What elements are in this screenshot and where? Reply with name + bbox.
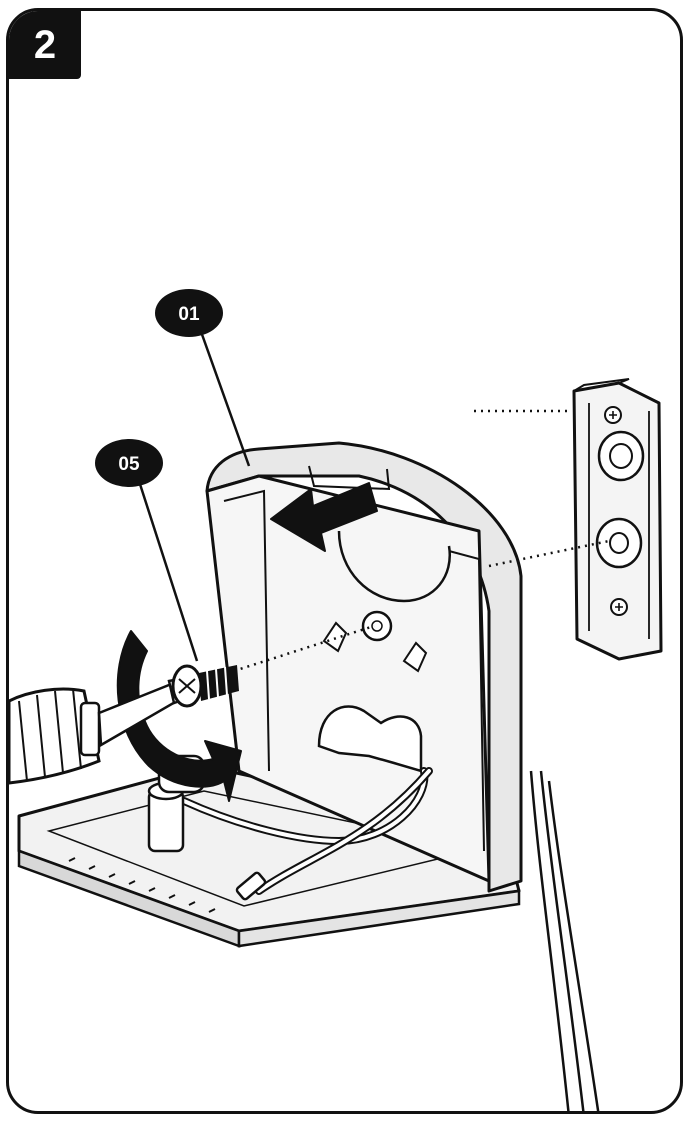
alignment-guides xyxy=(233,409,610,673)
illustration-frame: 2 xyxy=(6,8,683,1114)
callout-01-label: 01 xyxy=(178,304,200,325)
screwdriver xyxy=(9,675,193,785)
step-number-badge: 2 xyxy=(9,11,81,79)
arrow-left-icon xyxy=(270,482,378,552)
assembly-illustration: 01 05 xyxy=(9,289,663,1111)
callout-05-label: 05 xyxy=(118,454,140,475)
wall-mounting-plate xyxy=(572,378,663,661)
hanging-cables xyxy=(529,770,600,1111)
callout-05: 05 xyxy=(95,439,163,487)
power-cable-connector xyxy=(147,754,433,901)
callout-01: 01 xyxy=(155,289,223,337)
callout-leaders xyxy=(137,325,251,662)
screw-05 xyxy=(171,664,239,708)
